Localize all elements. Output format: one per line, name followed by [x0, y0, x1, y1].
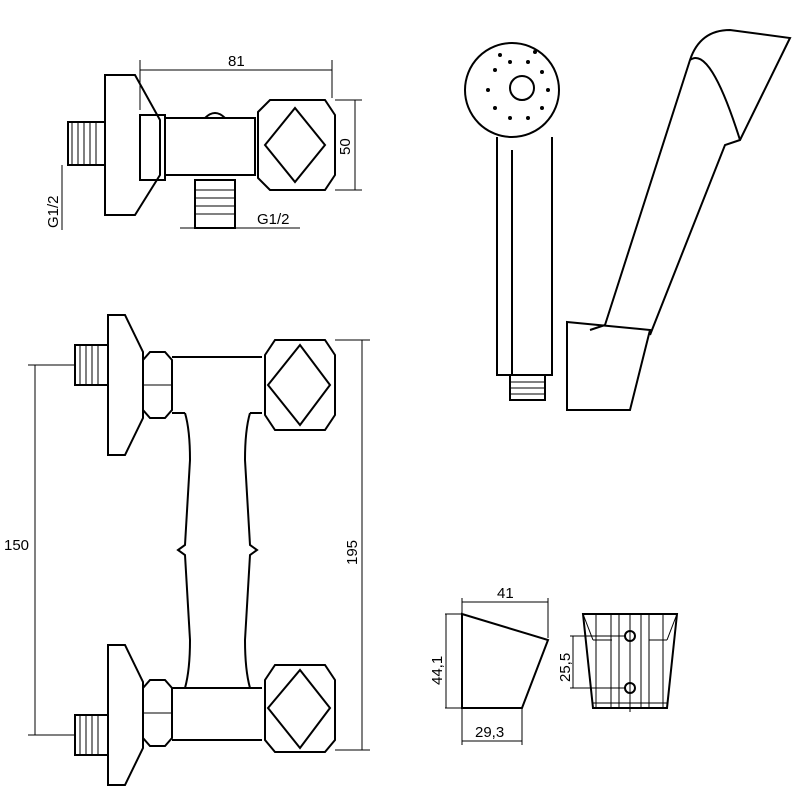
shower-nozzles — [486, 50, 550, 120]
label-outlet-thread: G1/2 — [257, 211, 290, 228]
holder-side-view: 41 44,1 29,3 — [429, 585, 550, 745]
dimension-150: 150 — [4, 537, 29, 554]
mixer-front-view: 150 195 — [4, 314, 370, 786]
dimension-195: 195 — [344, 540, 361, 565]
dimension-44-1: 44,1 — [429, 656, 446, 685]
dimension-29-3: 29,3 — [475, 724, 504, 741]
hand-shower — [464, 42, 560, 401]
dimension-81: 81 — [228, 53, 245, 70]
dimension-50: 50 — [337, 138, 354, 155]
dimension-41: 41 — [497, 585, 514, 602]
shower-holder — [566, 28, 792, 411]
holder-front-view: 25,5 — [557, 613, 679, 712]
dimension-25-5: 25,5 — [557, 653, 574, 682]
mixer-top-view: 81 50 G1/2 G1/2 — [45, 53, 362, 230]
label-inlet-thread: G1/2 — [45, 195, 62, 228]
